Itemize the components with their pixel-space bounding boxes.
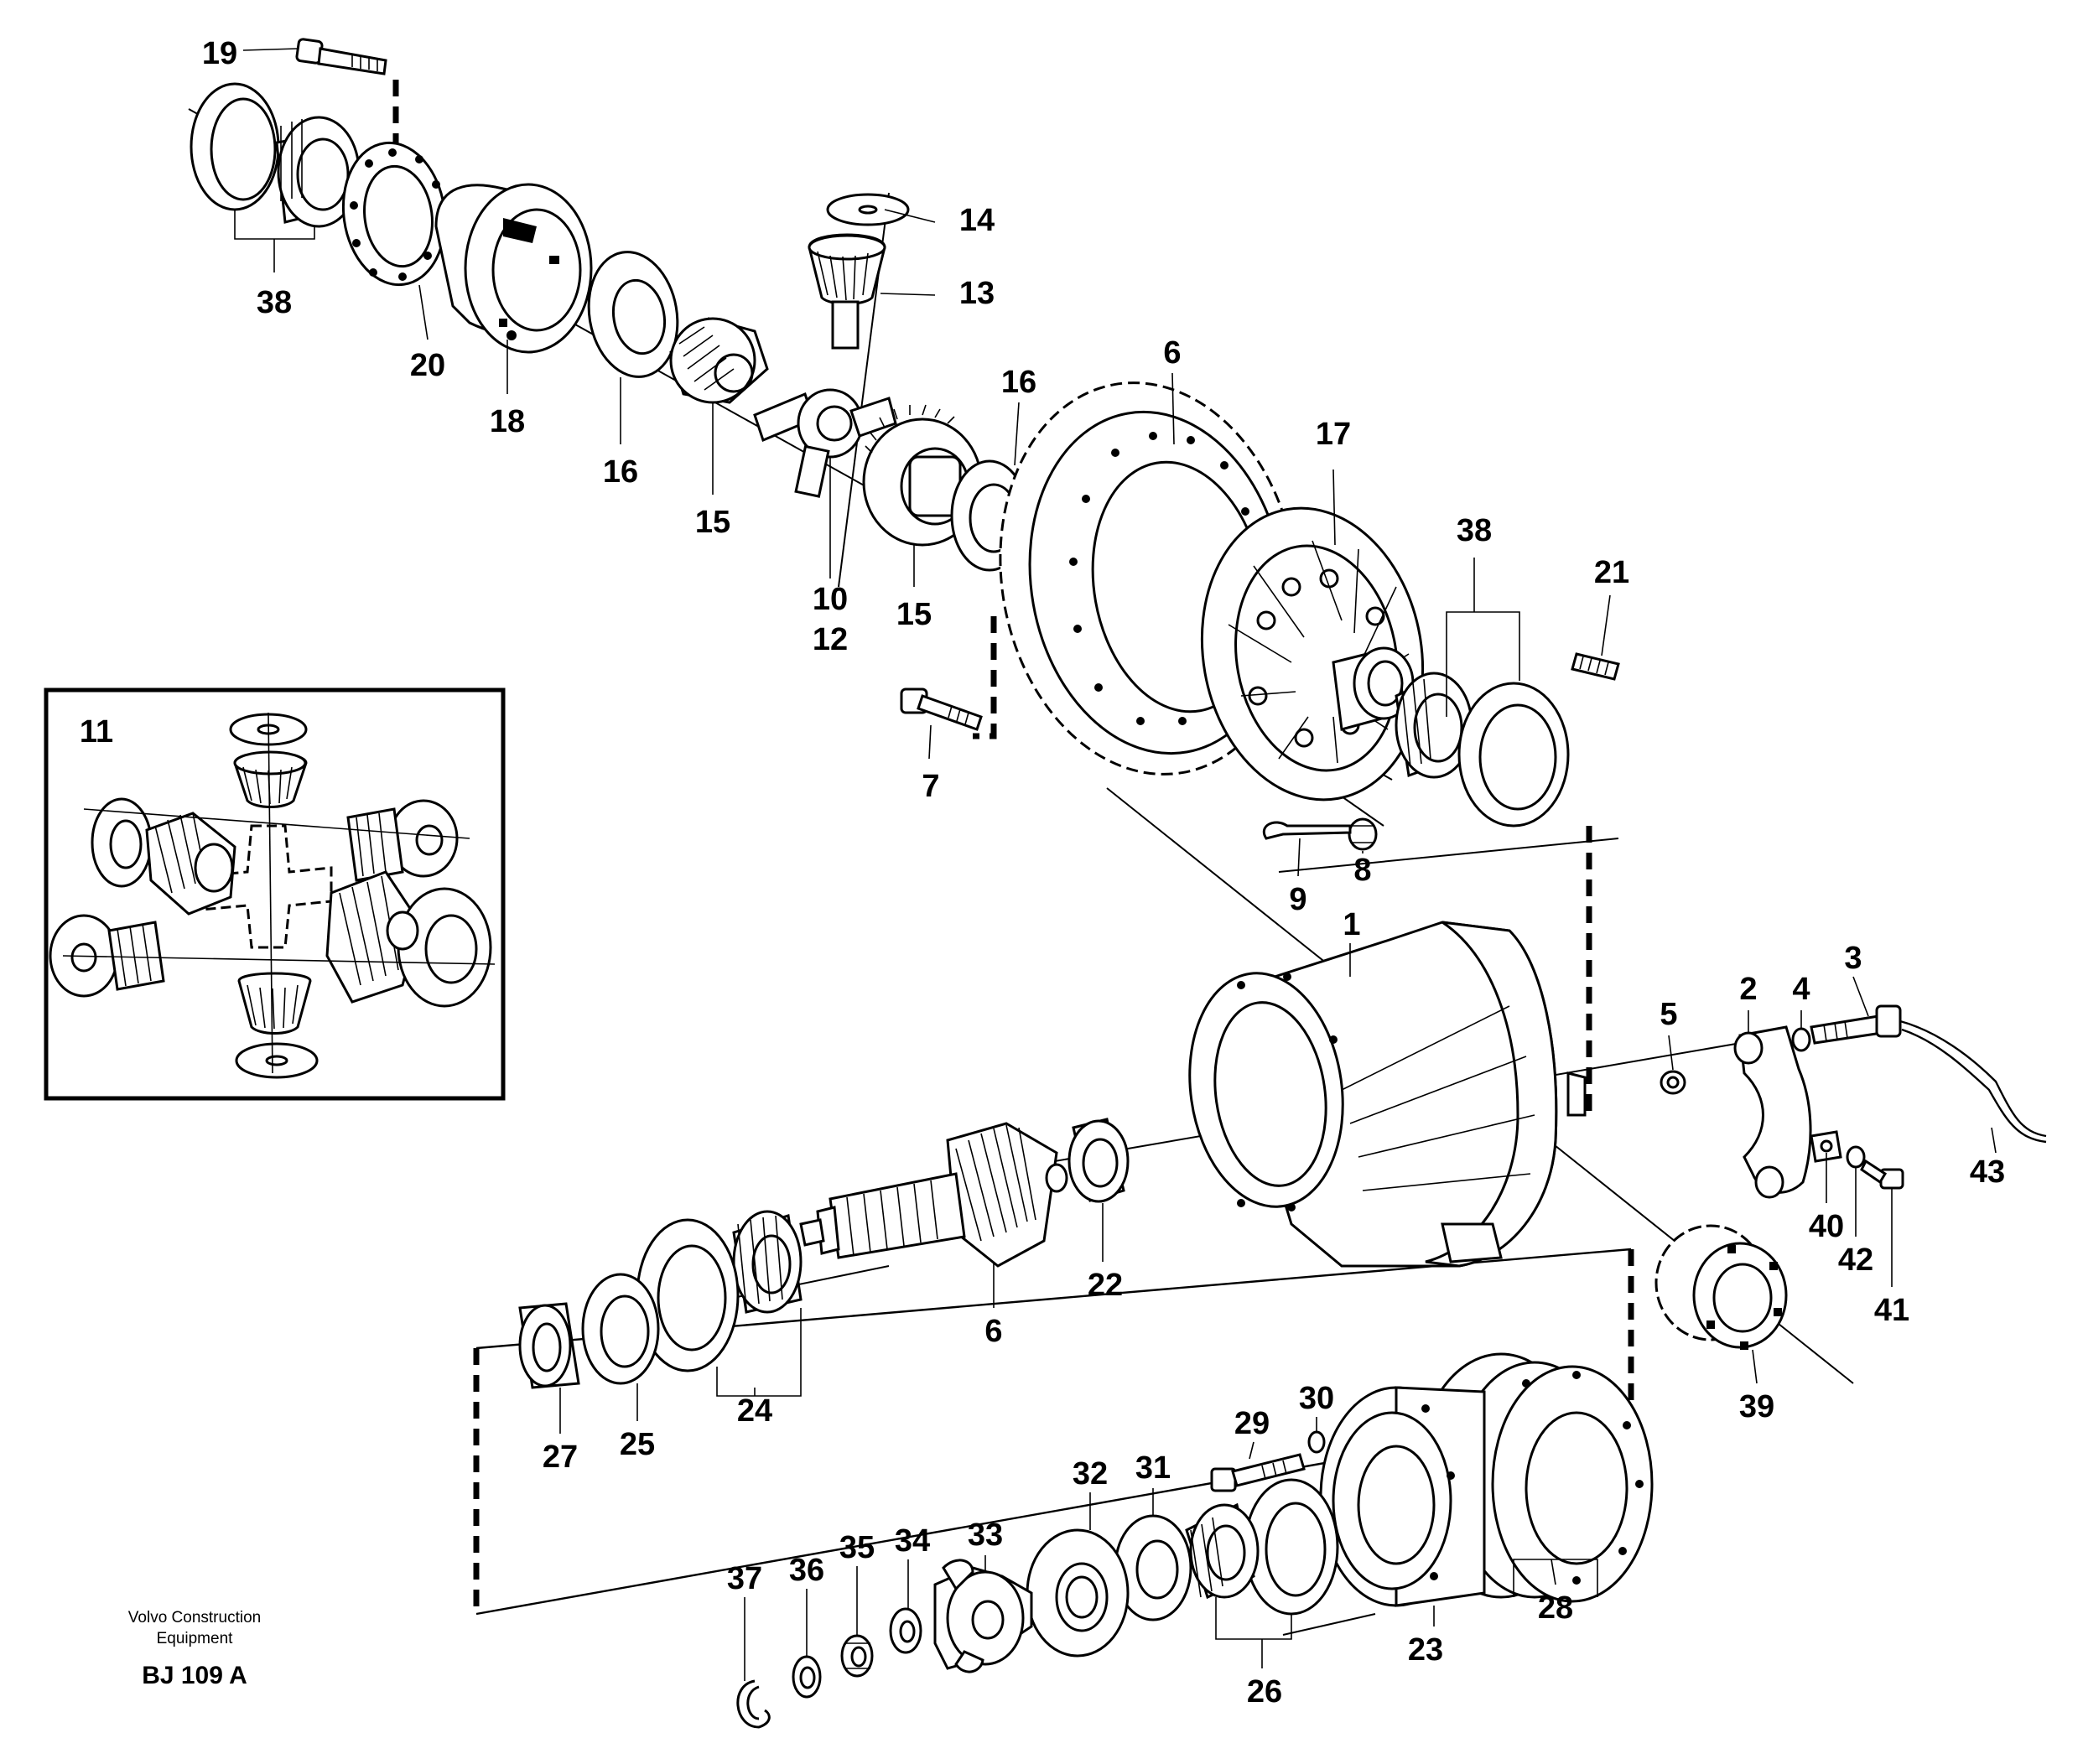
callout-36: 36 xyxy=(789,1553,824,1588)
callout-15-left: 15 xyxy=(695,505,730,540)
bearing-cap-2 xyxy=(1733,1025,1812,1199)
callout-4: 4 xyxy=(1792,972,1810,1007)
bearing-24 xyxy=(636,1210,803,1372)
bolt-41 xyxy=(1860,1159,1904,1190)
pilot-bearing-22 xyxy=(1067,1118,1130,1203)
leader-lines xyxy=(234,48,1997,1681)
callout-11: 11 xyxy=(80,714,113,750)
nut-35 xyxy=(840,1634,874,1678)
callout-21: 21 xyxy=(1594,555,1629,590)
callout-22: 22 xyxy=(1088,1268,1123,1303)
credit-block: Volvo Construction Equipment BJ 109 A xyxy=(128,1609,261,1689)
seal-ring-25 xyxy=(581,1273,660,1385)
side-gear-15-left xyxy=(669,317,769,404)
washer-4 xyxy=(1791,1027,1811,1052)
callout-13: 13 xyxy=(959,276,995,311)
flange-housing-23 xyxy=(1319,1386,1486,1607)
callout-33: 33 xyxy=(968,1518,1003,1553)
callout-5: 5 xyxy=(1660,997,1677,1032)
sleeve-5 xyxy=(1660,1070,1686,1095)
credit-line-1: Volvo Construction xyxy=(128,1609,261,1627)
dust-cover-32 xyxy=(1026,1528,1130,1658)
washer-30 xyxy=(1307,1430,1326,1454)
spacer-27 xyxy=(518,1302,580,1389)
callout-16-left: 16 xyxy=(603,454,638,490)
callout-16-right: 16 xyxy=(1001,365,1036,400)
differential-case-18 xyxy=(434,183,593,354)
callout-labels: 19 38 20 18 16 15 14 13 10 12 15 16 6 17… xyxy=(80,36,2005,1710)
bolt-29 xyxy=(1210,1453,1306,1492)
callout-7: 7 xyxy=(922,769,939,804)
companion-flange-33 xyxy=(933,1559,1033,1673)
bolt-3 xyxy=(1810,1004,1902,1045)
callout-37: 37 xyxy=(727,1561,762,1596)
washer-14 xyxy=(826,193,910,226)
inset-box-11 xyxy=(44,687,506,1101)
callout-40: 40 xyxy=(1809,1209,1844,1244)
washer-36 xyxy=(792,1655,822,1699)
callout-25: 25 xyxy=(620,1427,655,1462)
screw-21 xyxy=(1571,652,1620,681)
callout-39: 39 xyxy=(1739,1389,1774,1424)
bolt-7 xyxy=(900,687,983,731)
drawing-code: BJ 109 A xyxy=(142,1662,247,1689)
callout-9: 9 xyxy=(1289,882,1306,917)
callout-41: 41 xyxy=(1874,1293,1909,1328)
callout-6-ring-gear: 6 xyxy=(1163,335,1181,371)
callout-23: 23 xyxy=(1408,1632,1443,1668)
credit-line-2: Equipment xyxy=(157,1630,234,1647)
callout-3: 3 xyxy=(1844,941,1862,976)
callout-38-right: 38 xyxy=(1457,513,1492,548)
callout-43: 43 xyxy=(1970,1154,2005,1190)
callout-29: 29 xyxy=(1234,1406,1270,1441)
bearing-38-top xyxy=(190,82,361,228)
pinion-gear-13 xyxy=(808,233,886,350)
lock-plate-40 xyxy=(1810,1130,1842,1163)
callout-6-pinion: 6 xyxy=(984,1314,1002,1349)
callout-38-top: 38 xyxy=(257,285,292,320)
seal-31 xyxy=(1114,1514,1192,1621)
callout-14: 14 xyxy=(959,203,995,238)
callout-32: 32 xyxy=(1073,1456,1108,1492)
washer-34 xyxy=(889,1607,922,1654)
callout-18: 18 xyxy=(490,404,525,439)
lock-wire-43 xyxy=(1899,1019,2047,1144)
callout-10: 10 xyxy=(813,582,848,617)
cotter-pin-9 xyxy=(1263,821,1352,840)
callout-17: 17 xyxy=(1316,417,1351,452)
callout-28: 28 xyxy=(1538,1590,1573,1626)
callout-30: 30 xyxy=(1299,1381,1334,1416)
callout-31: 31 xyxy=(1135,1450,1171,1486)
callout-8: 8 xyxy=(1353,853,1371,888)
thrust-washer-16-left xyxy=(587,251,679,378)
bearing-26 xyxy=(1185,1478,1339,1616)
callout-2: 2 xyxy=(1739,972,1757,1007)
bearing-38-right xyxy=(1395,672,1570,828)
callout-1: 1 xyxy=(1343,907,1360,942)
axle-housing-1 xyxy=(1188,921,1587,1268)
callout-24: 24 xyxy=(737,1393,772,1429)
callout-35: 35 xyxy=(839,1530,875,1565)
adjusting-nut-39 xyxy=(1654,1224,1788,1350)
bolt-19 xyxy=(295,38,387,75)
callout-20: 20 xyxy=(410,348,445,383)
circlip-37 xyxy=(736,1679,771,1729)
callout-12: 12 xyxy=(813,622,848,657)
drive-pinion-6 xyxy=(799,1122,1068,1268)
callout-26: 26 xyxy=(1247,1674,1282,1710)
callout-27: 27 xyxy=(543,1440,578,1475)
callout-42: 42 xyxy=(1838,1243,1873,1278)
callout-19: 19 xyxy=(202,36,237,71)
callout-34: 34 xyxy=(895,1523,930,1559)
callout-15-right: 15 xyxy=(896,597,932,632)
castle-nut-8 xyxy=(1348,817,1378,851)
washer-42 xyxy=(1846,1145,1866,1169)
differential-case-17 xyxy=(1200,506,1425,802)
